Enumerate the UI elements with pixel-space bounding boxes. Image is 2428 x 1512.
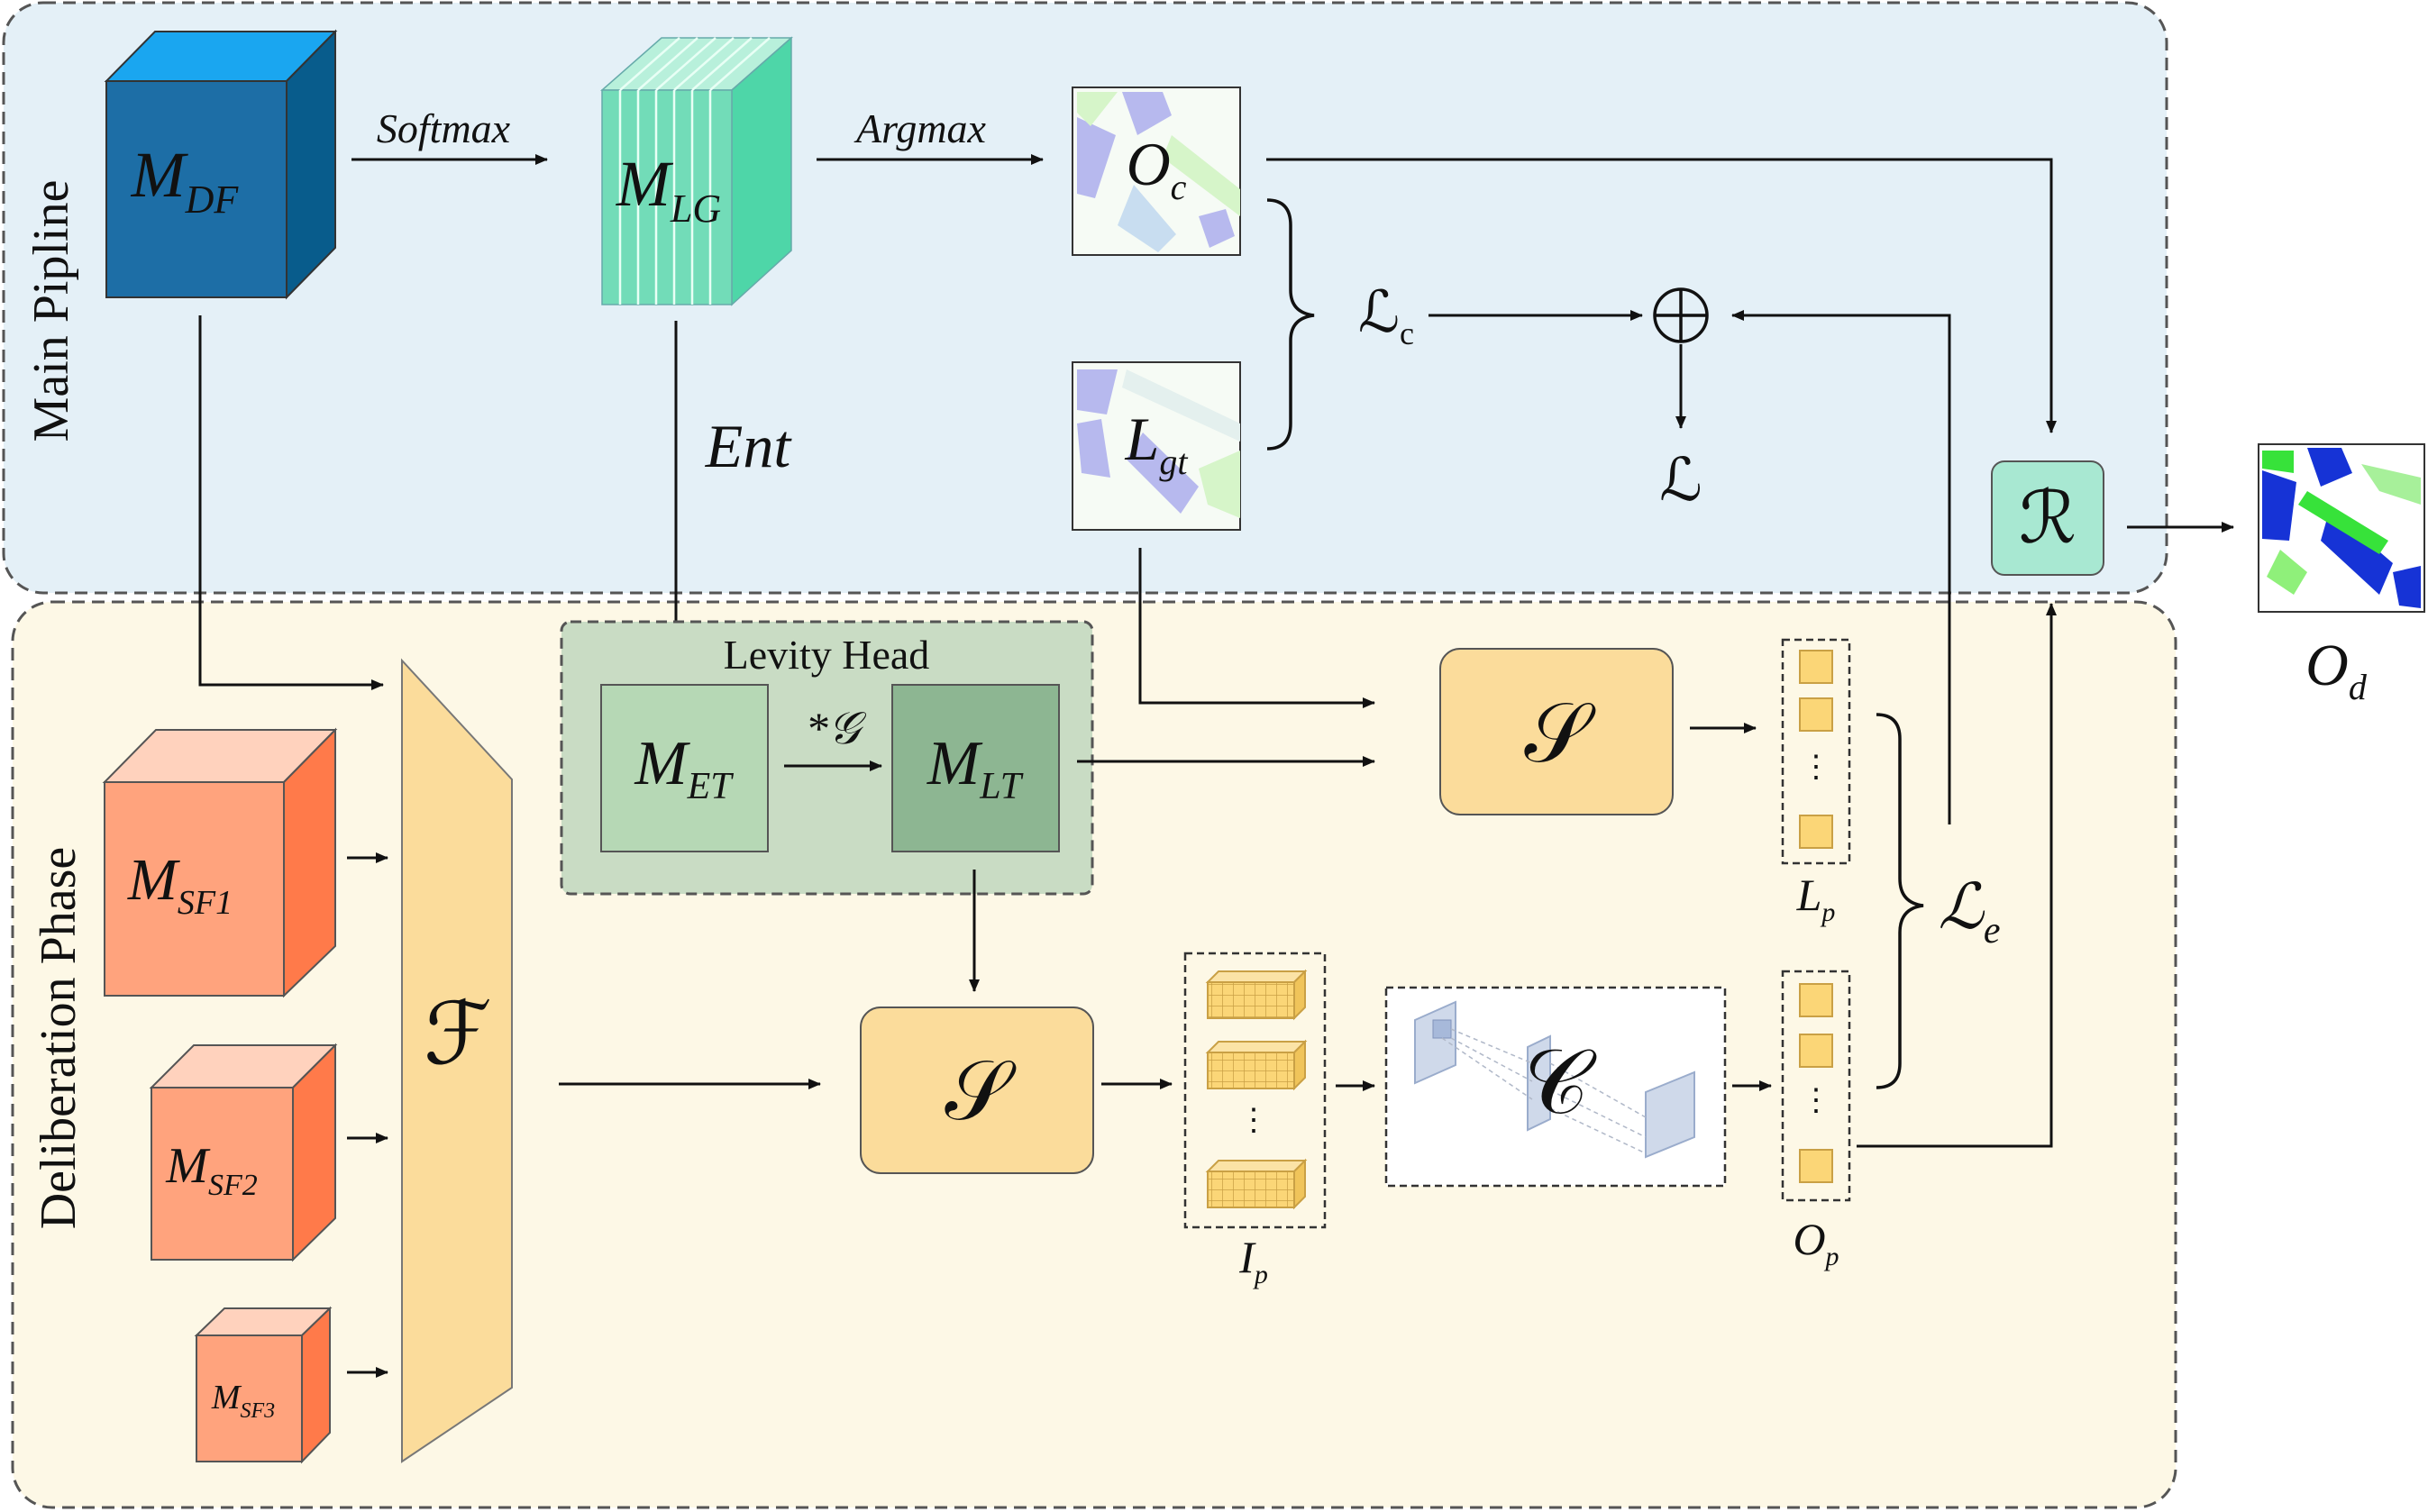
softmax-label: Softmax bbox=[377, 105, 511, 151]
ip-dots: ⋮ bbox=[1238, 1104, 1269, 1137]
mlt-label: M bbox=[926, 729, 983, 798]
op-label: O bbox=[1793, 1214, 1825, 1264]
oc-map-image: Oc bbox=[1072, 87, 1241, 256]
mdf-sub: DF bbox=[185, 178, 240, 222]
svg-text:MSF2: MSF2 bbox=[165, 1138, 257, 1202]
oc-label: O bbox=[1127, 130, 1171, 198]
mdf-cube: MDF bbox=[104, 29, 338, 300]
lc-brace bbox=[1266, 198, 1315, 451]
od-map-image bbox=[2258, 443, 2425, 613]
svg-text:MSF3: MSF3 bbox=[211, 1379, 275, 1423]
c-symbol: 𝒞 bbox=[1524, 1033, 1597, 1133]
svg-text:Od: Od bbox=[2305, 633, 2368, 707]
le-sub: e bbox=[1984, 910, 2001, 952]
ip-patch-1 bbox=[1205, 969, 1308, 1021]
msf3-label: M bbox=[211, 1379, 242, 1416]
msf1-sub: SF1 bbox=[178, 884, 233, 922]
mlt-sub: LT bbox=[979, 766, 1024, 807]
le-brace bbox=[1876, 713, 1924, 1089]
op-to-r-arrow bbox=[1857, 603, 2057, 1148]
lp-sub: p bbox=[1820, 897, 1835, 927]
total-loss-label: ℒ bbox=[1659, 448, 1702, 514]
msf1-label: M bbox=[127, 847, 181, 913]
msf1-cube: MSF1 bbox=[102, 727, 338, 998]
svg-text:MDF: MDF bbox=[131, 139, 240, 222]
op-stack bbox=[1781, 970, 1851, 1202]
met-label: M bbox=[634, 729, 690, 798]
levity-head-title: Levity Head bbox=[724, 632, 930, 678]
ent-label: Ent bbox=[705, 412, 793, 480]
oc-sub: c bbox=[1171, 167, 1187, 207]
argmax-label: Argmax bbox=[853, 105, 987, 151]
lgt-sub: gt bbox=[1159, 442, 1188, 482]
mdf-to-fusion-arrow bbox=[198, 315, 384, 690]
met-sub: ET bbox=[687, 766, 735, 807]
svg-text:Ip: Ip bbox=[1238, 1232, 1268, 1289]
met-box bbox=[600, 684, 769, 852]
svg-text:Op: Op bbox=[1793, 1214, 1839, 1271]
mlt-box bbox=[891, 684, 1060, 852]
le-symbol: ℒ bbox=[1938, 873, 1985, 943]
main-pipeline-panel bbox=[2, 1, 2168, 595]
mdf-label: M bbox=[131, 139, 189, 211]
ip-patch-2 bbox=[1205, 1039, 1308, 1091]
g-label: *𝒢 bbox=[806, 703, 867, 753]
ip-patch-3 bbox=[1205, 1158, 1308, 1210]
lgt-to-s-arrow bbox=[1138, 548, 1375, 708]
msf3-cube: MSF3 bbox=[194, 1306, 333, 1464]
lc-sub: c bbox=[1400, 315, 1414, 351]
svg-text:MET: MET bbox=[634, 729, 734, 807]
mlg-label: M bbox=[616, 148, 674, 220]
msf2-sub: SF2 bbox=[208, 1169, 258, 1202]
svg-text:MLG: MLG bbox=[616, 148, 721, 231]
r-box bbox=[1991, 460, 2104, 576]
svg-text:ℒe: ℒe bbox=[1938, 873, 2000, 952]
svg-text:Lgt: Lgt bbox=[1125, 405, 1189, 482]
msf2-label: M bbox=[165, 1138, 211, 1194]
svg-text:Lp: Lp bbox=[1796, 870, 1836, 927]
msf2-cube: MSF2 bbox=[149, 1043, 338, 1262]
lp-dots: ⋮ bbox=[1801, 751, 1831, 784]
lgt-label: L bbox=[1125, 405, 1160, 473]
op-dots: ⋮ bbox=[1801, 1084, 1831, 1117]
conv-network-icon bbox=[1414, 1000, 1695, 1159]
s-box-upper bbox=[1439, 648, 1674, 815]
ip-sub: p bbox=[1253, 1260, 1268, 1289]
svg-text:Oc: Oc bbox=[1127, 130, 1187, 207]
lp-stack bbox=[1781, 638, 1851, 865]
lgt-map-image: Lgt bbox=[1072, 361, 1241, 531]
lp-label: L bbox=[1796, 870, 1822, 920]
ip-stack bbox=[1183, 952, 1327, 1229]
lc-symbol: ℒ bbox=[1358, 280, 1400, 344]
le-to-oplus-arrow bbox=[1731, 310, 1951, 824]
deliberation-phase-label: Deliberation Phase bbox=[31, 847, 87, 1230]
od-label: O bbox=[2305, 633, 2349, 698]
svg-text:ℒc: ℒc bbox=[1358, 280, 1414, 351]
msf3-sub: SF3 bbox=[240, 1399, 275, 1423]
s-symbol-upper: 𝒮 bbox=[1524, 688, 1596, 779]
op-sub: p bbox=[1824, 1242, 1839, 1271]
oc-to-r-arrow bbox=[1266, 158, 2057, 433]
main-pipeline-label: Main Pipline bbox=[23, 180, 79, 442]
svg-text:MLT: MLT bbox=[926, 729, 1024, 807]
r-symbol: ℛ bbox=[2019, 479, 2077, 559]
s-box-lower bbox=[860, 1006, 1094, 1174]
ip-label: I bbox=[1238, 1232, 1256, 1282]
fusion-symbol: ℱ bbox=[424, 986, 491, 1082]
svg-text:MSF1: MSF1 bbox=[127, 847, 233, 922]
mlg-sub: LG bbox=[670, 187, 721, 231]
fusion-block bbox=[401, 658, 513, 1463]
s-symbol-lower: 𝒮 bbox=[945, 1045, 1017, 1137]
oplus-icon bbox=[1653, 287, 1709, 343]
mlg-stack: MLG bbox=[600, 36, 793, 306]
od-sub: d bbox=[2349, 667, 2368, 707]
